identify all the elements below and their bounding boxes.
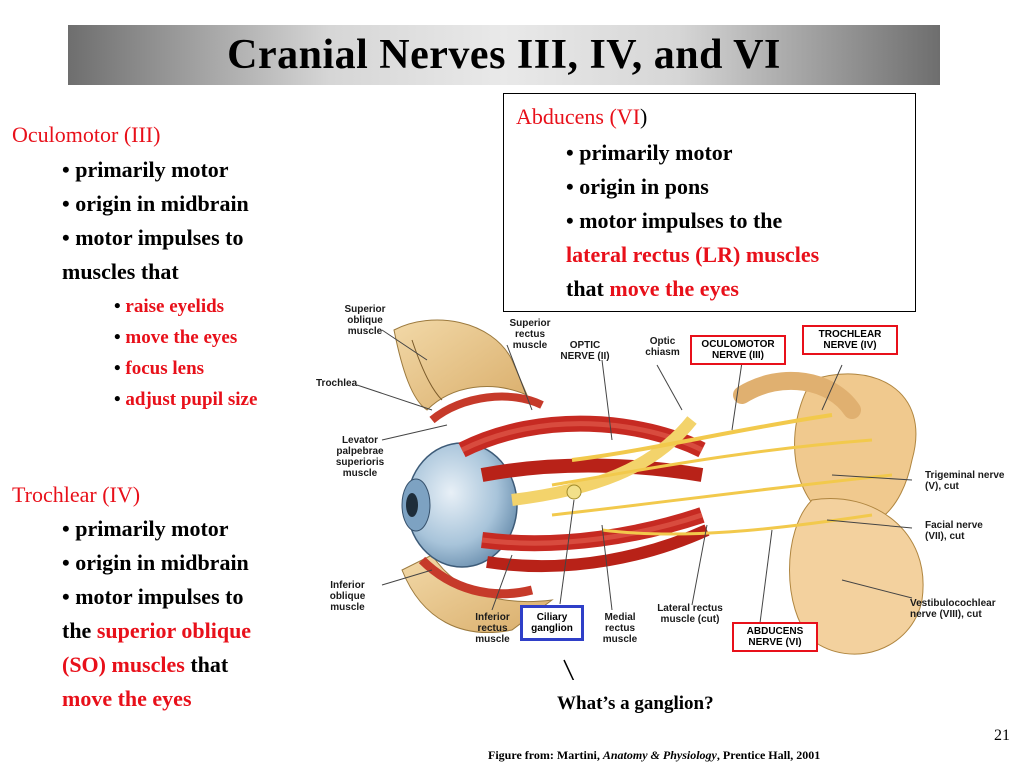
trochlear-bullet-2: • origin in midbrain [62,550,249,575]
eye-anatomy-figure [356,319,924,680]
oculomotor-function-2: • move the eyes [114,327,238,348]
oculomotor-bullet-3: • motor impulses to [62,225,244,250]
label-facial: Facial nerve (VII), cut [925,520,983,542]
label-optic-nerve: OPTIC NERVE (II) [560,340,610,362]
figure-credit: Figure from: Martini, Anatomy & Physiolo… [488,748,821,762]
ganglion-question: What’s a ganglion? [557,693,714,714]
abducens-bullet-1: • primarily motor [566,140,733,165]
label-optic-chiasm: Optic chiasm [645,336,680,358]
trochlear-heading: Trochlear (IV) [12,482,140,508]
abducens-name: Abducens (VI [516,104,641,129]
oculomotor-function-4: • adjust pupil size [114,389,258,410]
label-abducens-nerve: ABDUCENS NERVE (VI) [732,622,818,652]
trochlear-bullet-3-line4: move the eyes [62,686,192,711]
trochlear-bullet-1: • primarily motor [62,516,229,541]
oculomotor-function-1: • raise eyelids [114,296,225,317]
label-inferior-oblique: Inferior oblique muscle [329,580,366,613]
label-vestibulocochlear: Vestibulocochlear nerve (VIII), cut [910,598,996,620]
abducens-box: Abducens (VI) • primarily motor • origin… [503,93,916,312]
oculomotor-bullet-1: • primarily motor [62,157,229,182]
abducens-bullet-2: • origin in pons [566,174,709,199]
oculomotor-bullet-2: • origin in midbrain [62,191,249,216]
oculomotor-function-3: • focus lens [114,358,205,379]
page-number: 21 [994,727,1010,744]
abducens-bullet-3: • motor impulses to the [566,208,783,233]
trochlear-bullet-3-line2: the superior oblique [62,618,252,643]
title-bar: Cranial Nerves III, IV, and VI [68,25,940,85]
label-levator: Levator palpebrae superioris muscle [335,435,385,479]
trochlear-name: Trochlear (IV) [12,482,141,507]
label-superior-rectus: Superior rectus muscle [509,318,551,351]
abducens-bullet-3-line3: that move the eyes [566,276,739,301]
oculomotor-name: Oculomotor (III) [12,122,161,147]
trochlear-bullet-3: • motor impulses to [62,584,244,609]
label-oculomotor-nerve: OCULOMOTOR NERVE (III) [690,335,786,365]
label-ciliary-ganglion: Ciliary ganglion [520,605,584,641]
label-superior-oblique: Superior oblique muscle [344,304,386,337]
abducens-heading: Abducens (VI) [516,104,648,129]
abducens-bullet-3-line2: lateral rectus (LR) muscles [566,242,820,267]
trochlear-bullet-3-line3: (SO) muscles that [62,652,229,677]
slide-title: Cranial Nerves III, IV, and VI [227,32,781,78]
label-trochlea: Trochlea [316,378,358,389]
label-lateral-rectus: Lateral rectus muscle (cut) [657,603,723,625]
oculomotor-bullet-3-cont: muscles that [62,259,179,284]
label-inferior-rectus: Inferior rectus muscle [475,612,510,645]
oculomotor-heading: Oculomotor (III) [12,122,160,148]
label-trigeminal: Trigeminal nerve (V), cut [925,470,1005,492]
label-trochlear-nerve: TROCHLEAR NERVE (IV) [802,325,898,355]
label-medial-rectus: Medial rectus muscle [602,612,638,645]
